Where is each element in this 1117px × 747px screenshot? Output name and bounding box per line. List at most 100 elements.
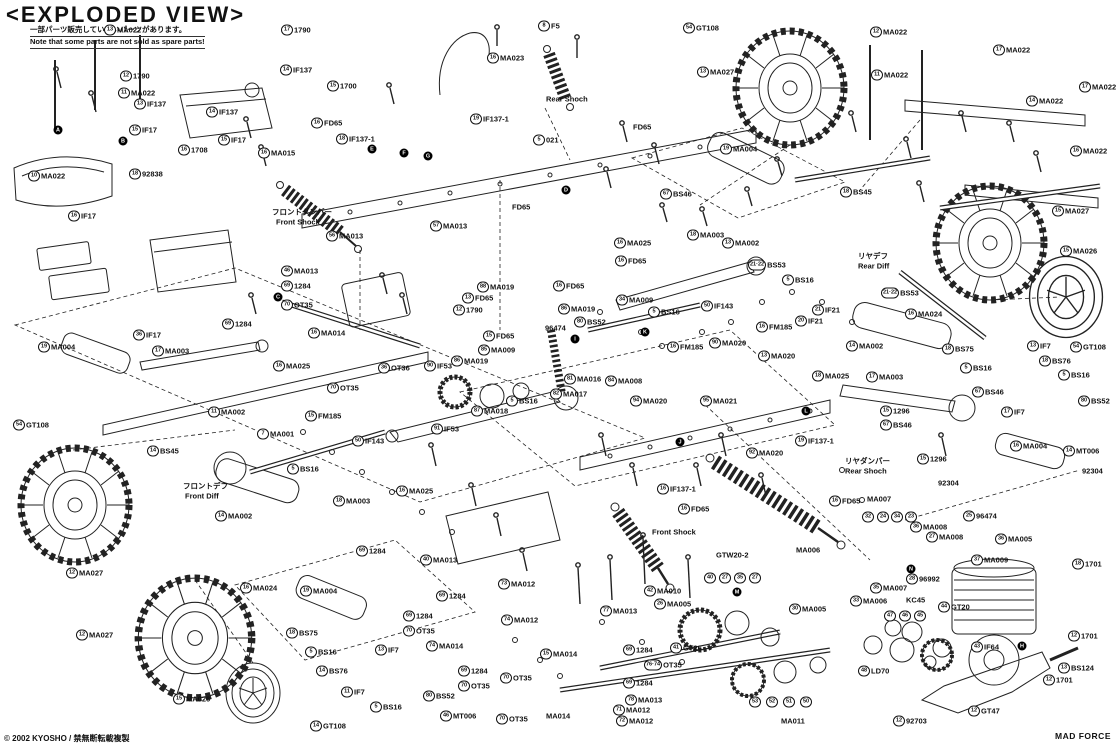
wheel-rim-right — [1028, 255, 1104, 339]
part-callout: GTW20-2 — [716, 550, 749, 560]
reference-letter-dot: D — [561, 185, 571, 195]
part-callout: 45 — [914, 610, 926, 622]
part-callout: 35 — [734, 572, 746, 584]
reference-letter-dot: C — [273, 292, 283, 302]
antenna — [438, 32, 490, 96]
gears — [437, 374, 954, 698]
reference-letter-dot: J — [675, 437, 685, 447]
part-callout: FD65 — [633, 122, 652, 132]
reference-letter-dot: G — [423, 151, 433, 161]
servo — [341, 272, 411, 328]
part-callout: MA014 — [546, 711, 571, 721]
receiver-box — [149, 229, 237, 293]
reference-letter-dot: F — [399, 148, 409, 158]
parts-note-en: Note that some parts are not sold as spa… — [30, 37, 205, 50]
tuned-pipe — [920, 646, 1079, 714]
part-callout: リヤダンパー — [845, 456, 890, 466]
part-callout: MA006 — [796, 545, 821, 555]
reference-letter-dot: I — [570, 334, 580, 344]
part-callout: 24 — [877, 511, 889, 523]
part-callout: Front Shock — [652, 527, 696, 537]
tire-front-left — [21, 448, 129, 562]
nuts-washers — [300, 289, 865, 679]
part-callout: 27 — [719, 572, 731, 584]
model-name: MAD FORCE — [1055, 731, 1111, 741]
assembly-guides — [13, 107, 1081, 664]
